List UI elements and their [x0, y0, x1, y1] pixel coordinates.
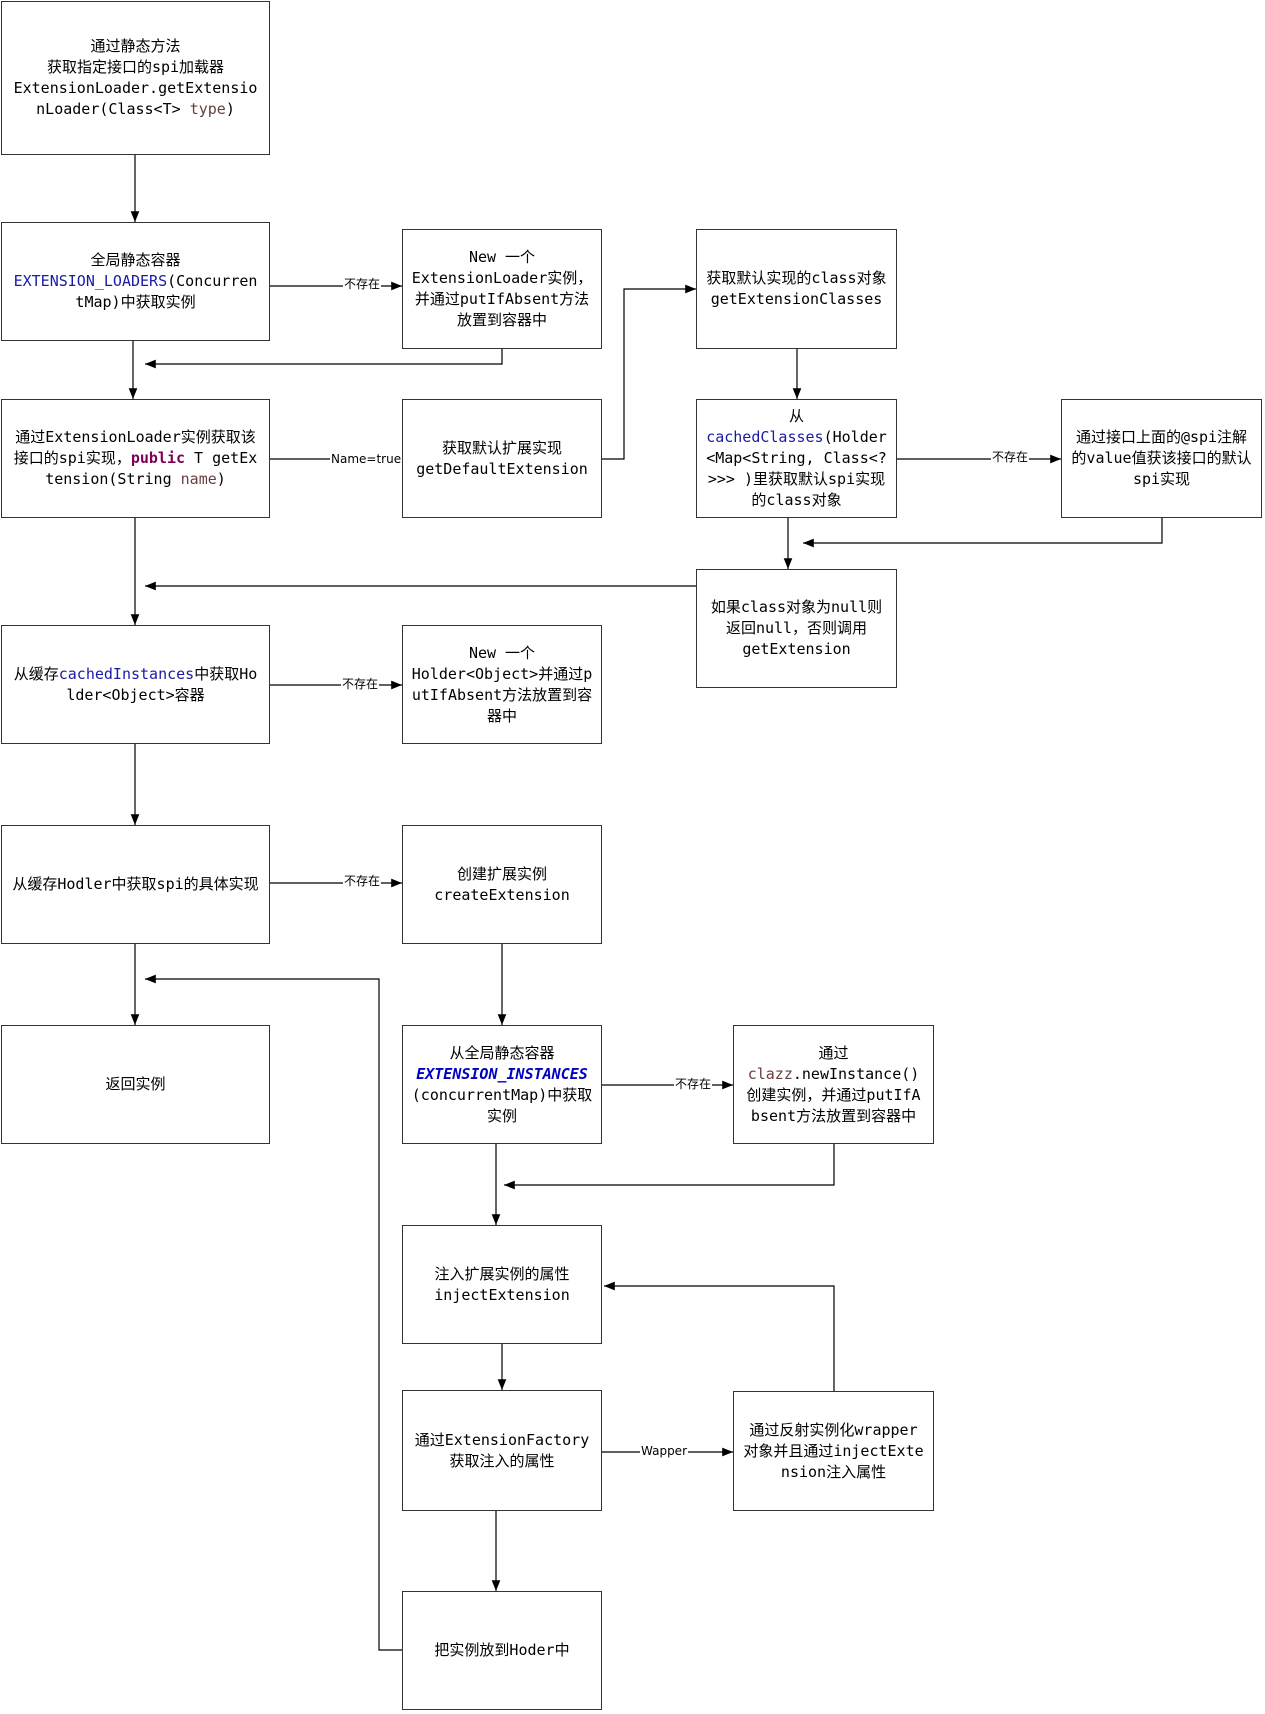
node-get-extension: 通过ExtensionLoader实例获取该接口的spi实现，public T …: [1, 399, 270, 518]
node-text: 获取指定接口的spi加载器: [46, 58, 225, 76]
node-text: createExtension: [434, 885, 570, 904]
edge-label-name-true: Name=true: [330, 452, 403, 466]
node-text: ExtensionLoader.getExtensionLoader(Class…: [13, 79, 258, 118]
node-text: Holder<Object>并通过putIfAbsent方法放置到容器中: [411, 664, 593, 725]
node-code-keyword: public: [130, 449, 186, 467]
node-text: getDefaultExtension: [416, 459, 588, 478]
node-text: T getExtension(String: [45, 449, 258, 488]
node-new-holder: New 一个 Holder<Object>并通过putIfAbsent方法放置到容…: [402, 625, 602, 744]
node-null-check: 如果class对象为null则返回null，否则调用 getExtension: [696, 569, 897, 688]
node-code-keyword: cachedClasses: [706, 428, 824, 446]
node-text: 把实例放到Hoder中: [434, 1641, 570, 1659]
node-text: 获取默认实现的class对象: [706, 269, 887, 287]
node-text: 从缓存Hodler中获取spi的具体实现: [12, 875, 259, 893]
node-text: ): [225, 100, 235, 118]
node-text: 全局静态容器: [90, 251, 181, 269]
node-code-param: clazz: [747, 1064, 793, 1083]
node-text: 从缓存: [13, 664, 59, 683]
node-text: getExtension: [742, 640, 851, 658]
edge-n19-n17: [604, 1281, 835, 1391]
edge-label-not-exist-5: 不存在: [674, 1077, 713, 1091]
node-text: 从: [788, 407, 804, 425]
node-spi-annotation-default: 通过接口上面的@spi注解的value值获该接口的默认spi实现: [1061, 399, 1262, 518]
edge-n8-return: [803, 518, 1163, 548]
node-wrapper-reflection: 通过反射实例化wrapper对象并且通过injectExtension注入属性: [733, 1391, 934, 1511]
node-text: 通过接口上面的@spi注解的value值获该接口的默认spi实现: [1071, 428, 1252, 488]
edge-n6-n4: [602, 284, 696, 460]
node-text: 通过静态方法: [90, 37, 181, 55]
node-code-keyword: EXTENSION_INSTANCES: [416, 1064, 588, 1083]
node-text: ExtensionLoader实例，并通过putIfAbsent方法放置到容器中: [411, 269, 593, 329]
edge-label-wapper: Wapper: [640, 1444, 689, 1458]
node-text: 通过ExtensionLoader实例获取该接口的spi实现，: [13, 428, 256, 467]
edge-label-not-exist-1: 不存在: [343, 277, 382, 291]
node-text: (Holder<Map<String, Class<?>>> )里获取默认spi…: [706, 428, 887, 509]
node-get-extension-classes: 获取默认实现的class对象 getExtensionClasses: [696, 229, 897, 349]
node-text: 通过: [818, 1043, 849, 1062]
edge-n3-return: [145, 349, 503, 369]
node-extension-loaders-container: 全局静态容器 EXTENSION_LOADERS(ConcurrentMap)中获…: [1, 222, 270, 341]
node-code-param: type: [189, 100, 226, 118]
node-new-extension-loader: New 一个 ExtensionLoader实例，并通过putIfAbsent方法…: [402, 229, 602, 349]
node-text: 通过反射实例化wrapper对象并且通过injectExtension注入属性: [743, 1420, 924, 1481]
node-text: 获取默认扩展实现: [441, 438, 562, 457]
edge-label-not-exist-2: 不存在: [991, 450, 1030, 464]
node-code-keyword: EXTENSION_LOADERS: [13, 272, 168, 290]
node-code-keyword: cachedInstances: [58, 664, 195, 683]
node-code-param: name: [180, 470, 217, 488]
node-text: 通过ExtensionFactory获取注入的属性: [414, 1430, 590, 1470]
node-text: (ConcurrentMap)中获取实例: [75, 272, 258, 311]
node-text: 创建扩展实例: [456, 864, 547, 883]
edge-label-not-exist-4: 不存在: [343, 874, 382, 888]
node-put-into-holder: 把实例放到Hoder中: [402, 1591, 602, 1710]
node-create-extension: 创建扩展实例 createExtension: [402, 825, 602, 944]
node-return-instance: 返回实例: [1, 1025, 270, 1144]
node-text: 中获取Holder<Object>容器: [66, 664, 258, 704]
node-inject-extension: 注入扩展实例的属性 injectExtension: [402, 1225, 602, 1344]
node-text: New 一个: [468, 643, 536, 662]
node-text: 从全局静态容器: [449, 1043, 555, 1062]
node-cached-instances: 从缓存cachedInstances中获取Holder<Object>容器: [1, 625, 270, 744]
node-text: injectExtension: [434, 1285, 570, 1304]
node-holder-get-spi: 从缓存Hodler中获取spi的具体实现: [1, 825, 270, 944]
node-text: .newInstance()创建实例，并通过putIfAbsent方法放置到容器…: [746, 1064, 921, 1125]
node-text: New 一个: [468, 248, 536, 266]
node-text: ): [216, 470, 226, 488]
node-text: 注入扩展实例的属性: [434, 1264, 570, 1283]
edge-n20-n14: [145, 974, 402, 1651]
edge-n16-return: [503, 1144, 835, 1190]
node-text: getExtensionClasses: [710, 290, 883, 308]
node-text: (concurrentMap)中获取实例: [411, 1085, 593, 1125]
node-text: 如果class对象为null则返回null，否则调用: [710, 598, 883, 637]
node-get-default-extension: 获取默认扩展实现 getDefaultExtension: [402, 399, 602, 518]
node-new-instance: 通过 clazz.newInstance()创建实例，并通过putIfAbsent…: [733, 1025, 934, 1144]
node-get-extension-loader: 通过静态方法获取指定接口的spi加载器 ExtensionLoader.getEx…: [1, 1, 270, 155]
node-cached-classes: 从 cachedClasses(Holder<Map<String, Class<…: [696, 399, 897, 518]
node-text: 返回实例: [105, 1075, 166, 1093]
node-extension-factory: 通过ExtensionFactory获取注入的属性: [402, 1390, 602, 1511]
node-extension-instances: 从全局静态容器 EXTENSION_INSTANCES (concurrentMap…: [402, 1025, 602, 1144]
edge-label-not-exist-3: 不存在: [341, 677, 380, 691]
